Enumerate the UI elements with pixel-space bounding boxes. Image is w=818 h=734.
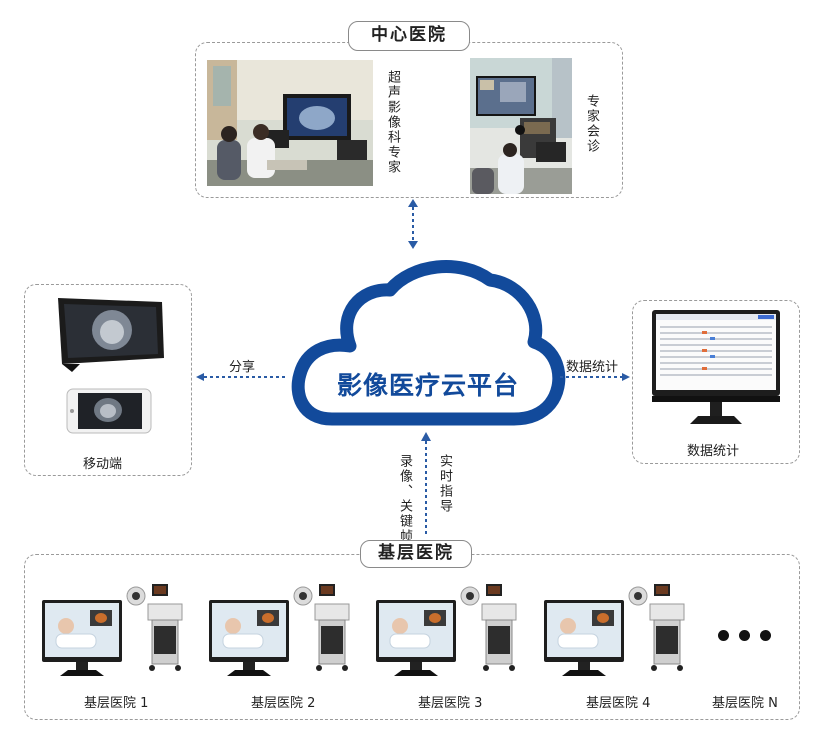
expert-consultation-photo	[470, 58, 572, 194]
recording-keyframe-label: 录像、关键帧	[397, 454, 412, 544]
more-hospitals-dots	[718, 626, 781, 645]
cloud-platform-title: 影像医疗云平台	[336, 371, 519, 400]
base-hospital-n-label: 基层医院 N	[712, 696, 778, 711]
base-hospital-label-1: 基层医院 1	[84, 696, 149, 711]
base-hospital-station-4	[540, 580, 700, 678]
base-hospital-station-1	[38, 580, 198, 678]
central-hospital-title: 中心医院	[348, 21, 470, 51]
share-arrow	[196, 373, 286, 381]
ultrasound-expert-caption: 超声影像科专家	[385, 70, 400, 175]
tablet-icon	[58, 298, 164, 372]
upload-arrow	[421, 432, 431, 536]
base-hospitals-title: 基层医院	[360, 540, 472, 568]
phone-icon	[66, 388, 152, 434]
realtime-guidance-label: 实时指导	[437, 454, 452, 514]
cloud-platform-icon	[291, 260, 566, 426]
base-hospital-station-3	[372, 580, 532, 678]
expert-consultation-caption: 专家会诊	[584, 94, 599, 154]
stats-monitor-icon	[652, 310, 780, 424]
central-cloud-arrow	[408, 199, 418, 249]
share-label: 分享	[229, 360, 256, 375]
mobile-panel	[24, 284, 192, 476]
stats-caption: 数据统计	[687, 444, 740, 459]
base-hospital-station-2	[205, 580, 365, 678]
mobile-caption: 移动端	[83, 457, 123, 472]
ultrasound-expert-photo	[207, 60, 373, 186]
base-hospital-label-3: 基层医院 3	[418, 696, 483, 711]
stats-link-label: 数据统计	[566, 360, 619, 375]
base-hospital-label-4: 基层医院 4	[586, 696, 651, 711]
base-hospital-label-2: 基层医院 2	[251, 696, 316, 711]
stats-arrow	[560, 373, 630, 381]
stats-panel	[632, 300, 800, 464]
